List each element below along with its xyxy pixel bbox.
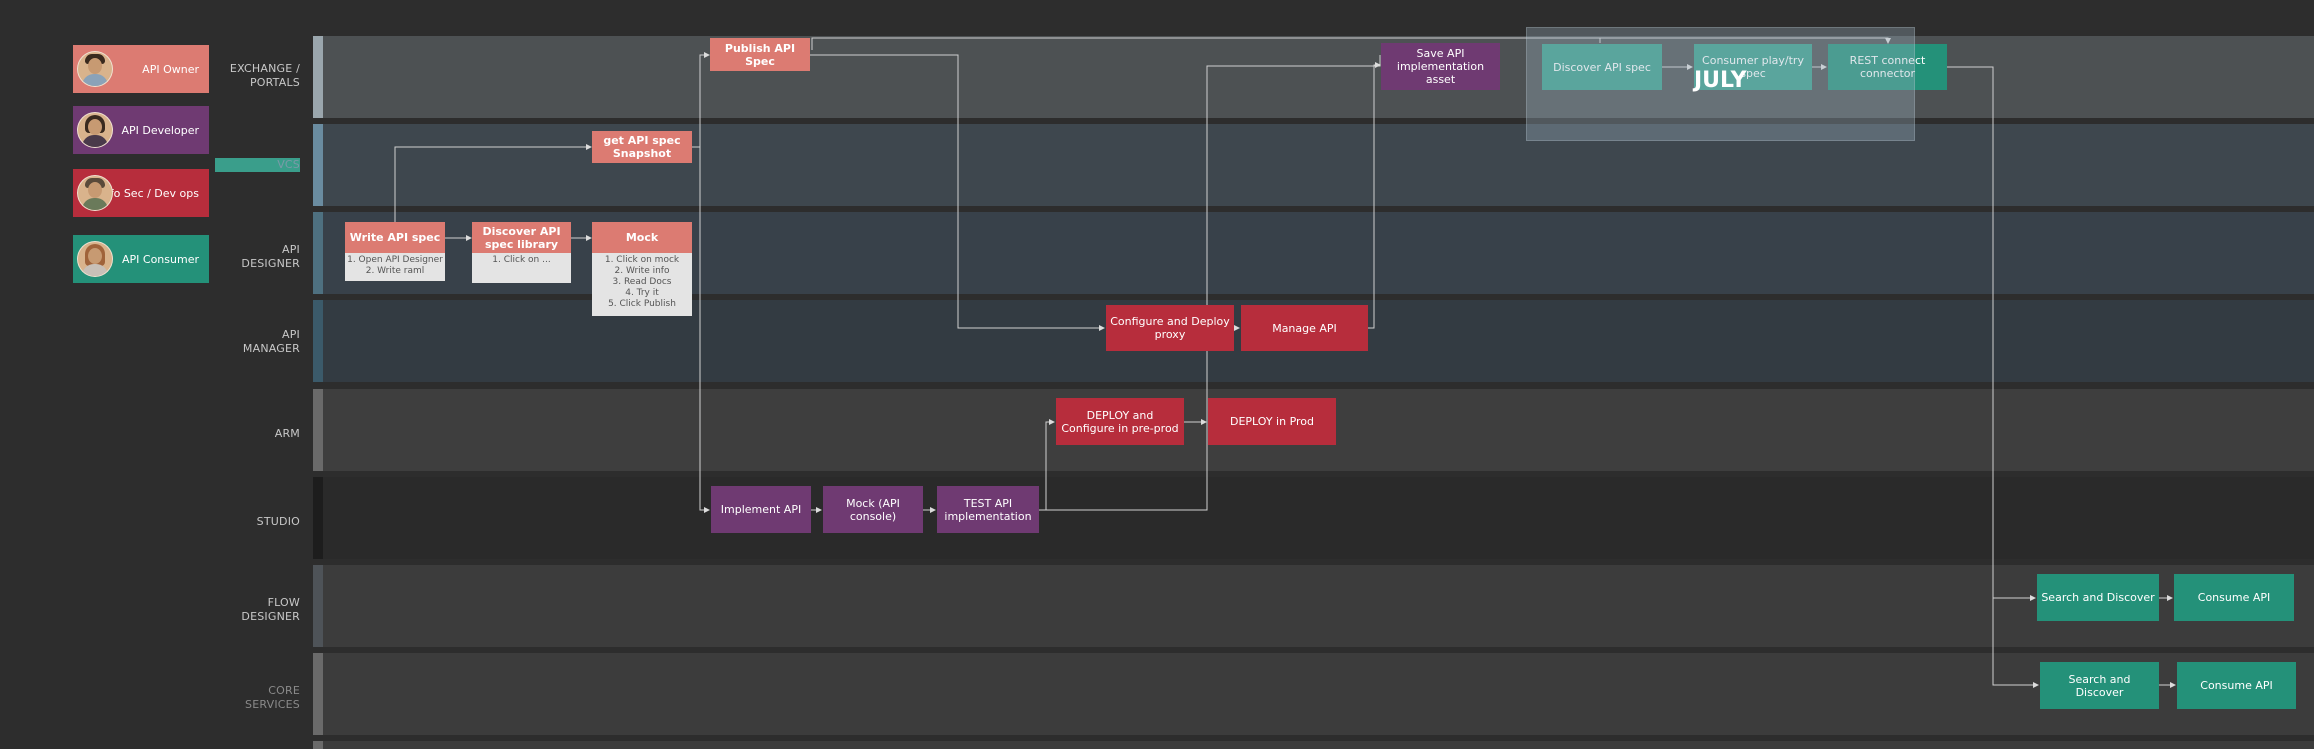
overlay-label: JULY xyxy=(1694,68,1747,93)
persona-api-consumer[interactable]: API Consumer xyxy=(73,235,209,283)
lane-core-services xyxy=(313,653,2314,735)
step-discover-api-spec[interactable]: Discover API spec xyxy=(1542,44,1662,90)
lane-label-studio: STUDIO xyxy=(256,515,300,528)
persona-api-developer[interactable]: API Developer xyxy=(73,106,209,154)
edge-rest-to-core xyxy=(1992,598,2039,688)
lane-label-exchange-portals: EXCHANGE /PORTALS xyxy=(229,62,300,89)
card-title: Write API spec xyxy=(345,222,445,253)
persona-label: Info Sec / Dev ops xyxy=(99,186,200,200)
card-title: Mock xyxy=(592,222,692,253)
lane-exchange-portals xyxy=(313,36,2314,118)
avatar xyxy=(77,112,113,148)
step-search-and-discover-core[interactable]: Search and Discover xyxy=(2040,662,2159,709)
timeframe-overlay: JULY xyxy=(1526,27,1915,141)
edge-snapshot-to-publish xyxy=(692,52,710,148)
persona-label: API Owner xyxy=(142,62,199,76)
lane-label-vcs: VCS xyxy=(215,158,300,172)
card-notes: 1. Click on ... xyxy=(472,253,571,283)
step-configure-and-deploy-proxy[interactable]: Configure and Deploy proxy xyxy=(1106,305,1234,351)
edge-manage-to-save xyxy=(1368,62,1381,329)
lane-studio xyxy=(313,477,2314,559)
step-deploy-in-prod[interactable]: DEPLOY in Prod xyxy=(1208,398,1336,445)
card-notes: 1. Open API Designer 2. Write raml xyxy=(345,253,445,281)
step-manage-api[interactable]: Manage API xyxy=(1241,305,1368,351)
persona-api-owner[interactable]: API Owner xyxy=(73,45,209,93)
step-rest-connect-connector[interactable]: REST connect connector xyxy=(1828,44,1947,90)
lane-flow-designer xyxy=(313,565,2314,647)
step-consume-api-core[interactable]: Consume API xyxy=(2177,662,2296,709)
lane-label-arm: ARM xyxy=(274,427,300,440)
step-search-and-discover-flow[interactable]: Search and Discover xyxy=(2037,574,2159,621)
step-deploy-configure-preprod[interactable]: DEPLOY and Configure in pre-prod xyxy=(1056,398,1184,445)
step-get-api-spec-snapshot[interactable]: get API spec Snapshot xyxy=(592,131,692,163)
edge-test-to-preprod xyxy=(1039,419,1055,511)
card-discover-api-spec-library[interactable]: Discover API spec library 1. Click on ..… xyxy=(472,222,571,283)
avatar xyxy=(77,241,113,277)
avatar xyxy=(77,175,113,211)
card-write-api-spec[interactable]: Write API spec 1. Open API Designer 2. W… xyxy=(345,222,445,281)
step-mock-api-console[interactable]: Mock (API console) xyxy=(823,486,923,533)
edge-to-implement xyxy=(699,147,710,513)
edge-publish-to-proxy xyxy=(810,54,1105,331)
step-consume-api-flow[interactable]: Consume API xyxy=(2174,574,2294,621)
edge-write-to-snapshot xyxy=(394,144,592,222)
edge-publish-to-rest xyxy=(811,37,1891,50)
step-consumer-play-try-spec[interactable]: Consumer play/try spec xyxy=(1694,44,1812,90)
persona-info-sec-dev-ops[interactable]: Info Sec / Dev ops xyxy=(73,169,209,217)
step-test-api-implementation[interactable]: TEST API implementation xyxy=(937,486,1039,533)
step-publish-api-spec[interactable]: Publish API Spec xyxy=(710,38,810,71)
step-implement-api[interactable]: Implement API xyxy=(711,486,811,533)
card-notes: 1. Click on mock 2. Write info 3. Read D… xyxy=(592,253,692,316)
lane-next xyxy=(313,741,2314,749)
step-save-api-implementation-asset[interactable]: Save API implementation asset xyxy=(1381,43,1500,90)
card-title: Discover API spec library xyxy=(472,222,571,253)
persona-label: API Consumer xyxy=(122,252,199,266)
card-mock[interactable]: Mock 1. Click on mock 2. Write info 3. R… xyxy=(592,222,692,316)
avatar xyxy=(77,51,113,87)
persona-label: API Developer xyxy=(121,123,199,137)
edge-rest-to-flow xyxy=(1947,66,2036,601)
